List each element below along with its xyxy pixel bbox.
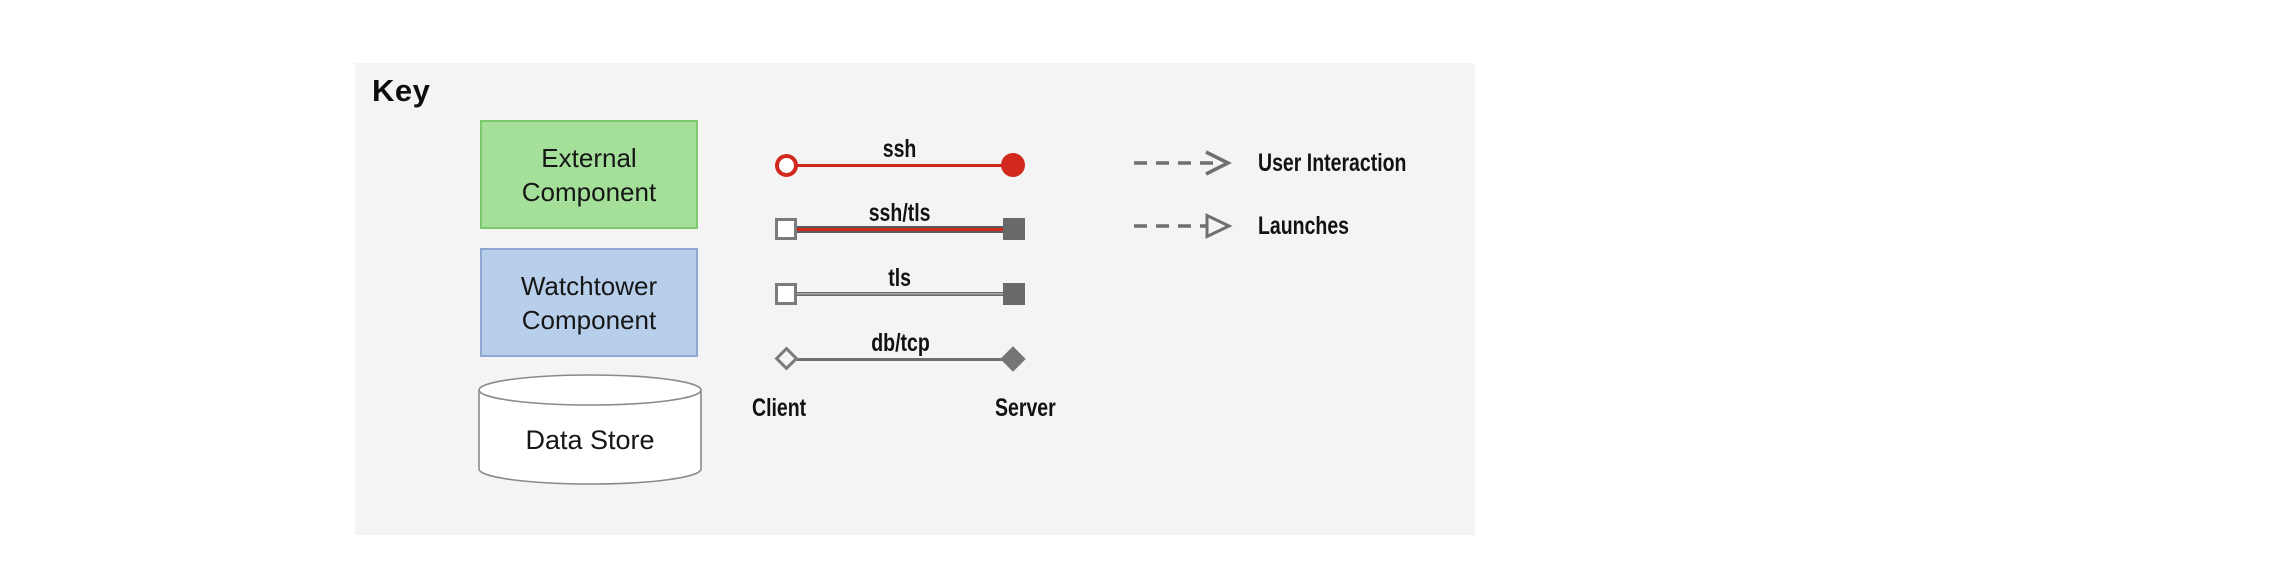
external-component-node: External Component <box>480 120 698 229</box>
ssh-label: ssh <box>883 135 917 163</box>
client-label: Client <box>752 394 807 422</box>
external-component-label-line1: External <box>541 142 637 173</box>
dbtcp-label: db/tcp <box>870 329 930 357</box>
watchtower-component-node: Watchtower Component <box>480 248 698 357</box>
user-interaction-label: User Interaction <box>1258 148 1407 177</box>
data-store-label: Data Store <box>525 425 655 455</box>
connection-row-ssh: ssh <box>775 135 1025 177</box>
sshtls-client-marker-open-square <box>775 218 797 240</box>
ssh-client-marker-open-circle <box>775 154 798 177</box>
connection-row-tls: tls <box>775 264 1025 306</box>
external-component-label-line2: Component <box>521 176 657 207</box>
tls-server-marker-filled-square <box>1003 283 1025 305</box>
connection-row-dbtcp: db/tcp <box>774 329 1026 372</box>
sshtls-line <box>786 225 1014 233</box>
data-store-node: Data Store <box>477 373 703 487</box>
ssh-server-marker-filled-circle <box>1001 153 1025 177</box>
sshtls-server-marker-filled-square <box>1003 218 1025 240</box>
key-title: Key <box>372 73 431 108</box>
watchtower-component-label-line2: Component <box>521 304 657 335</box>
server-label: Server <box>995 394 1056 422</box>
endpoint-labels: Client Server <box>750 394 1056 424</box>
tls-label: tls <box>888 264 912 292</box>
dashed-open-triangle-arrow-icon <box>1134 213 1233 239</box>
ssh-line <box>786 163 1014 167</box>
cylinder-icon <box>478 374 702 485</box>
tls-client-marker-open-square <box>775 283 797 305</box>
watchtower-component-label-line1: Watchtower <box>520 270 658 301</box>
launches-label: Launches <box>1258 211 1350 240</box>
connection-row-sshtls: ssh/tls <box>775 199 1025 241</box>
dashed-open-chevron-arrow-icon <box>1134 150 1232 176</box>
sshtls-label: ssh/tls <box>869 199 931 227</box>
tls-line <box>786 292 1014 296</box>
diagram-key-panel: Key External Component Watchtower Compon… <box>355 63 1475 535</box>
dbtcp-line <box>786 357 1014 361</box>
